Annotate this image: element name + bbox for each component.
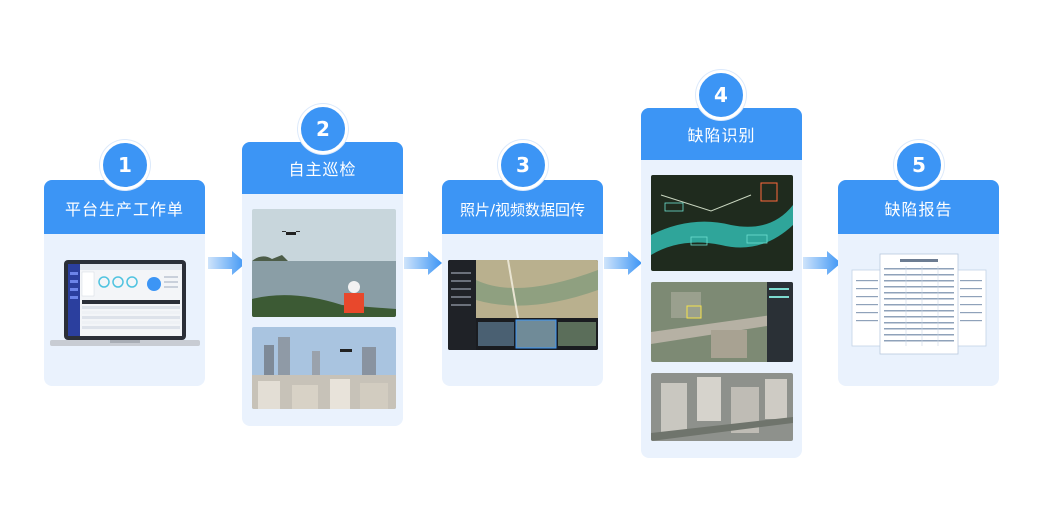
lake-drone-photo — [252, 209, 396, 317]
video-return-screen — [448, 260, 598, 350]
building-detection-image — [651, 373, 793, 441]
step-5-title: 缺陷报告 — [884, 200, 953, 219]
city-drone-photo — [252, 327, 396, 409]
step-4-header: 缺陷识别 — [641, 108, 802, 160]
arrow-1-icon — [208, 251, 246, 275]
step-5-card: 缺陷报告 — [838, 180, 999, 386]
arrow-3-icon — [604, 251, 642, 275]
defect-report-documents-image — [851, 253, 987, 355]
laptop-dashboard-image — [50, 260, 200, 346]
arrow-4-icon — [803, 251, 841, 275]
arrow-2-icon — [404, 251, 442, 275]
step-3-card: 照片/视频数据回传 — [442, 180, 603, 386]
step-1-card: 平台生产工作单 — [44, 180, 205, 386]
step-3-number-badge: 3 — [498, 140, 548, 190]
step-3-header: 照片/视频数据回传 — [442, 180, 603, 234]
step-4-title: 缺陷识别 — [687, 126, 756, 145]
construction-detection-image — [651, 282, 793, 362]
step-1-number-badge: 1 — [100, 140, 150, 190]
step-1-title: 平台生产工作单 — [64, 200, 184, 219]
step-4-card: 缺陷识别 — [641, 108, 802, 458]
step-2-title: 自主巡检 — [288, 160, 357, 179]
step-5-number-badge: 5 — [894, 140, 944, 190]
step-2-card: 自主巡检 — [242, 142, 403, 426]
step-2-number-badge: 2 — [298, 104, 348, 154]
step-3-title: 照片/视频数据回传 — [459, 201, 586, 219]
step-4-number-badge: 4 — [696, 70, 746, 120]
river-detection-image — [651, 175, 793, 271]
